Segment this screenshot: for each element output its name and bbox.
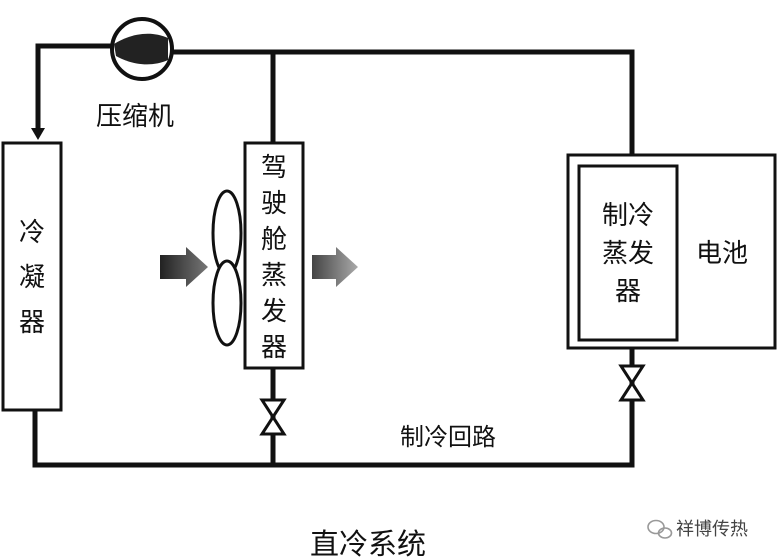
pipe-top-main <box>169 49 635 161</box>
compressor-symbol <box>114 33 168 65</box>
condenser-label-char: 器 <box>19 308 45 338</box>
cabin-expansion-valve-icon <box>259 398 287 436</box>
compressor <box>110 17 174 81</box>
airflow-out-arrow <box>312 247 358 287</box>
diagram-caption: 直冷系统 <box>310 527 426 560</box>
condenser-label: 冷 凝 器 <box>19 218 45 338</box>
cabin-evaporator-label-char: 器 <box>261 333 287 363</box>
battery-expansion-valve-icon <box>618 364 646 402</box>
condenser-box <box>1 141 63 412</box>
fan-icon <box>211 189 243 347</box>
condenser-label-char: 冷 <box>19 218 45 248</box>
pipe-bottom-return <box>32 397 635 468</box>
cabin-evaporator-label-char: 驾 <box>261 153 287 183</box>
cabin-evaporator-box <box>243 141 305 370</box>
battery-evaporator-label-line: 蒸发 <box>602 239 654 269</box>
cabin-evaporator-label-char: 驶 <box>261 189 287 219</box>
pipe-condenser-inlet <box>35 43 118 135</box>
flow-arrowhead <box>31 128 45 140</box>
battery-evaporator-label-line: 器 <box>615 277 641 307</box>
compressor-label: 压缩机 <box>96 102 174 132</box>
watermark-text: 祥博传热 <box>676 519 748 540</box>
watermark: 祥博传热 <box>647 519 748 540</box>
cabin-evaporator-label: 驾 驶 舱 蒸 发 器 <box>261 153 287 363</box>
fan-blade <box>211 259 243 347</box>
cabin-evaporator-label-char: 舱 <box>261 225 287 255</box>
condenser-label-char: 凝 <box>19 263 45 293</box>
cabin-evaporator-label-char: 蒸 <box>261 261 287 291</box>
refrigeration-loop-label: 制冷回路 <box>400 423 496 451</box>
airflow-in-arrow <box>160 247 208 287</box>
wechat-icon <box>647 519 673 539</box>
cabin-evaporator-label-char: 发 <box>261 297 287 327</box>
battery-label: 电池 <box>696 239 748 269</box>
battery-evaporator-label-line: 制冷 <box>602 201 654 231</box>
battery-evaporator-box <box>577 164 679 342</box>
battery-evaporator-label: 制冷 蒸发 器 <box>602 201 654 307</box>
